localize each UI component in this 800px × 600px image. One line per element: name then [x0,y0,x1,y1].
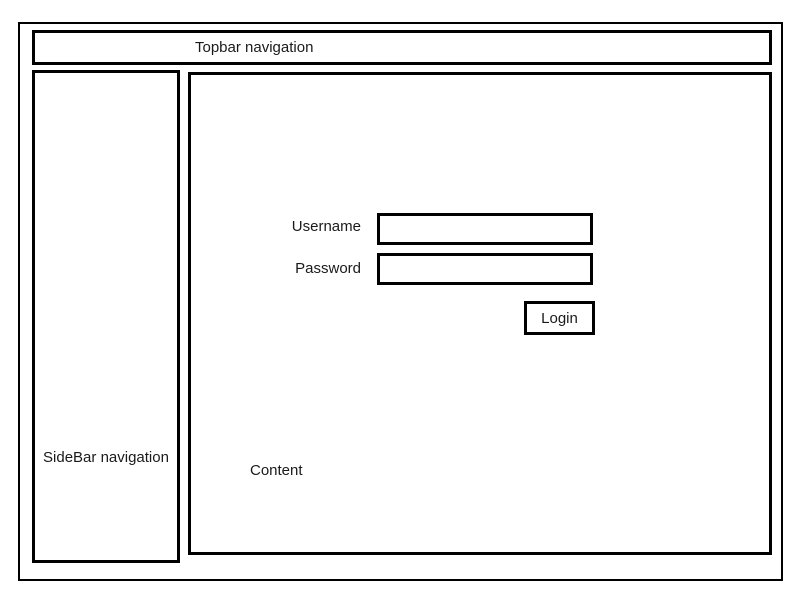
sidebar-navigation: SideBar navigation [32,70,180,563]
login-button[interactable]: Login [524,301,595,335]
topbar-label: Topbar navigation [195,39,314,56]
username-label: Username [291,218,361,235]
username-input[interactable] [377,213,593,245]
topbar-navigation: Topbar navigation [32,30,772,65]
password-label: Password [295,260,361,277]
content-label: Content [250,462,303,479]
window-frame: Topbar navigation SideBar navigation Use… [18,22,783,581]
password-input[interactable] [377,253,593,285]
content-area: Username Password Login Content [188,72,772,555]
sidebar-label: SideBar navigation [43,449,169,466]
